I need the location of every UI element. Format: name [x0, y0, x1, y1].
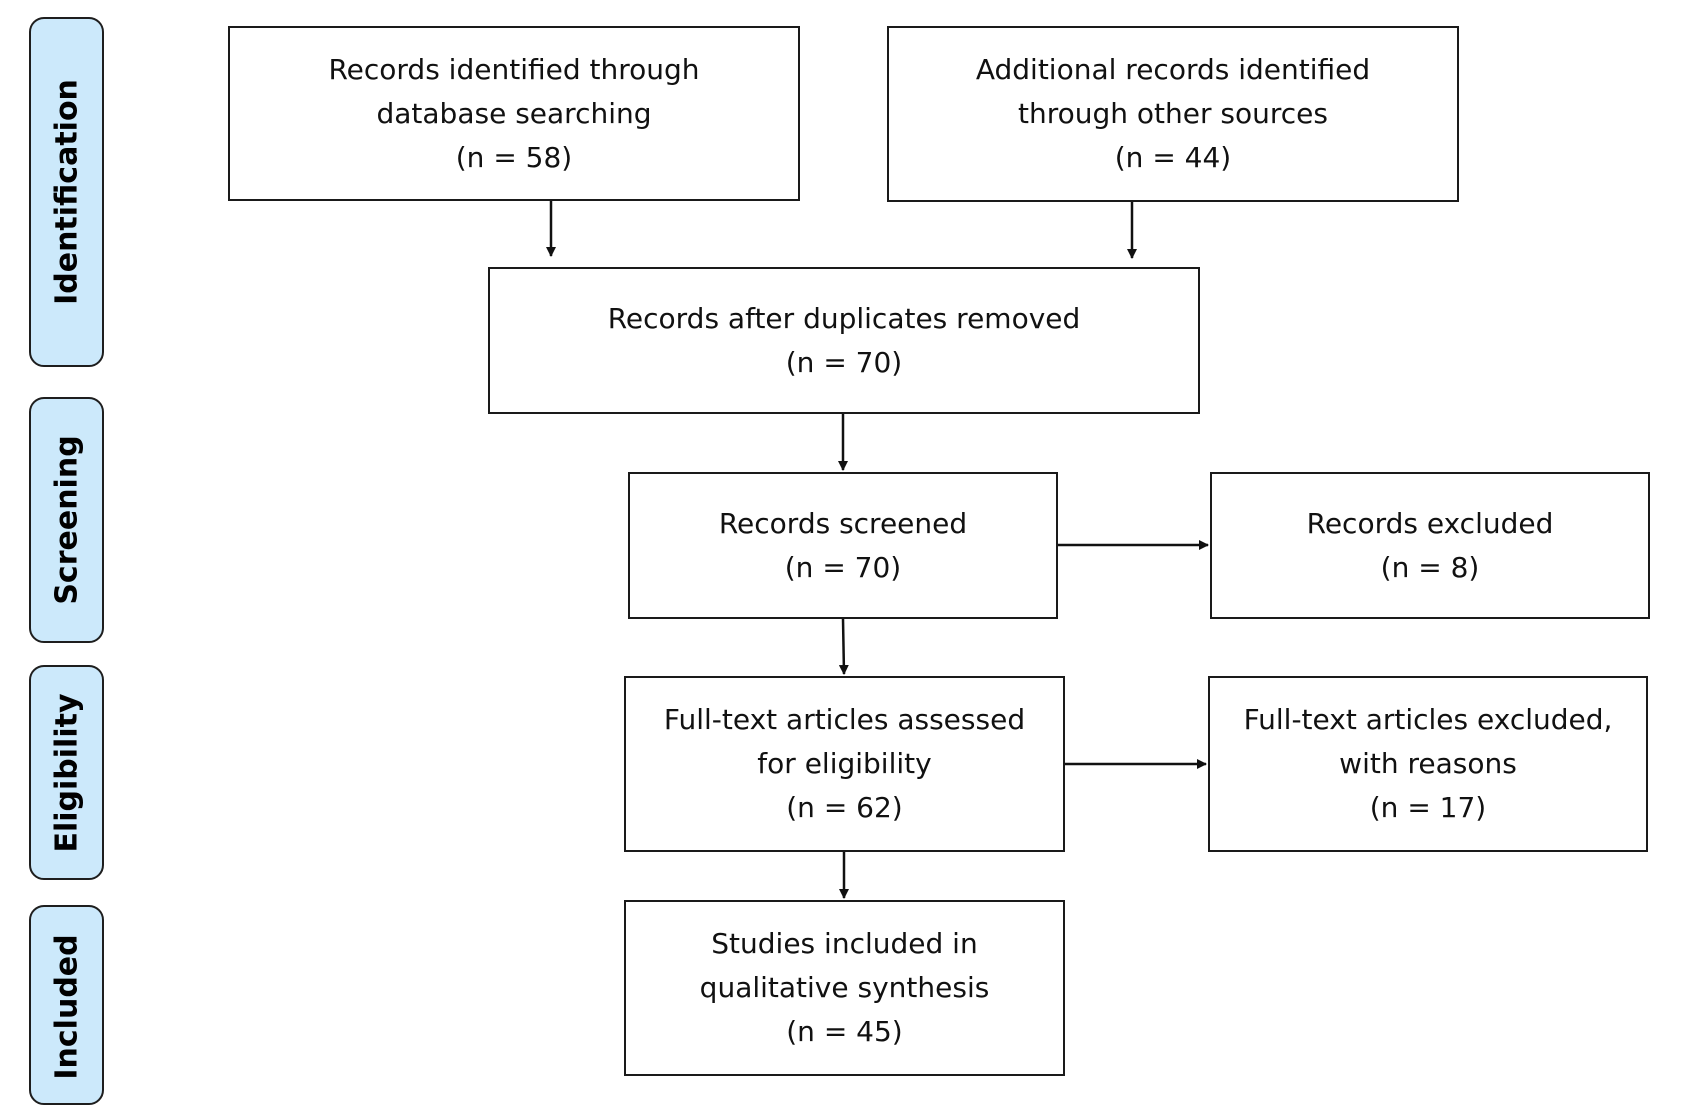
records-screened-line1: Records screened: [718, 506, 968, 540]
phase-included: Included: [29, 905, 104, 1105]
records-screened-box: Records screened (n = 70): [628, 472, 1058, 619]
duplicates-removed-count: (n = 70): [785, 345, 903, 379]
fulltext-assessed-count: (n = 62): [786, 791, 903, 824]
fulltext-assessed-line1: Full-text articles assessed: [663, 703, 1026, 736]
phase-eligibility: Eligibility: [29, 665, 104, 880]
records-excluded-line1: Records excluded: [1306, 506, 1554, 540]
fulltext-excluded-line1: Full-text articles excluded,: [1243, 703, 1613, 736]
database-records-line2: database searching: [376, 96, 652, 130]
records-excluded-box: Records excluded (n = 8): [1210, 472, 1650, 619]
fulltext-assessed-line2: for eligibility: [757, 747, 932, 780]
fulltext-excluded-box: Full-text articles excluded, with reason…: [1208, 676, 1648, 852]
other-sources-count: (n = 44): [1114, 141, 1232, 174]
phase-identification: Identification: [29, 17, 104, 367]
database-records-box: Records identified through database sear…: [228, 26, 800, 201]
fulltext-excluded-count: (n = 17): [1369, 791, 1487, 824]
other-sources-line1: Additional records identified: [975, 53, 1371, 86]
studies-included-line2: qualitative synthesis: [699, 971, 990, 1004]
database-records-line1: Records identified through: [328, 52, 700, 86]
records-screened-count: (n = 70): [784, 550, 902, 584]
records-excluded-count: (n = 8): [1380, 550, 1480, 584]
duplicates-removed-line1: Records after duplicates removed: [607, 301, 1081, 335]
fulltext-assessed-box: Full-text articles assessed for eligibil…: [624, 676, 1065, 852]
other-sources-box: Additional records identified through ot…: [887, 26, 1459, 202]
studies-included-box: Studies included in qualitative synthesi…: [624, 900, 1065, 1076]
duplicates-removed-box: Records after duplicates removed (n = 70…: [488, 267, 1200, 414]
studies-included-count: (n = 45): [786, 1015, 903, 1048]
studies-included-line1: Studies included in: [711, 927, 978, 960]
fulltext-excluded-line2: with reasons: [1339, 747, 1517, 780]
database-records-count: (n = 58): [455, 140, 573, 174]
phase-screening: Screening: [29, 397, 104, 643]
other-sources-line2: through other sources: [1018, 97, 1328, 130]
arrow-screened-to-fulltext: [838, 618, 849, 675]
